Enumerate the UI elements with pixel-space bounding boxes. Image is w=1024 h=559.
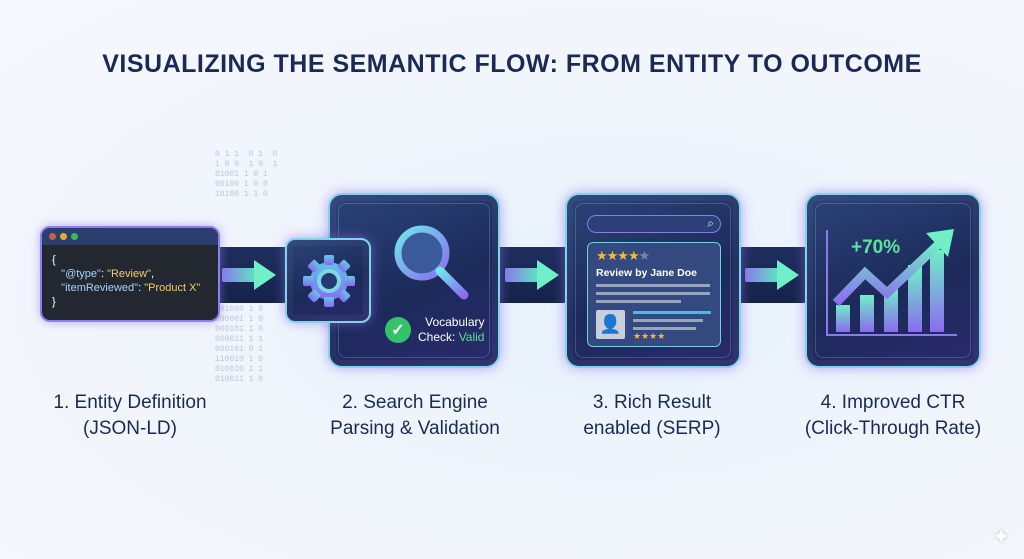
binary-background: 101000 1 0 000001 1 0 000101 1 0 000011 …	[215, 305, 264, 384]
avatar-icon: 👤	[596, 310, 625, 339]
page-title: VISUALIZING THE SEMANTIC FLOW: FROM ENTI…	[102, 50, 922, 78]
check-icon: ✓	[385, 317, 411, 343]
window-close-dot	[49, 233, 56, 240]
gear-panel	[285, 238, 371, 323]
small-star-rating: ★★★★	[633, 331, 666, 341]
gear-icon	[300, 252, 358, 310]
search-icon: ⌕	[707, 216, 714, 230]
binary-background: 0 1 1 0 1 0 1 0 0 1 0 1 01001 1 0 1 0010…	[215, 150, 278, 199]
ctr-panel: +70%	[805, 193, 981, 368]
magnifier-icon	[394, 225, 469, 300]
star-rating: ★★★★★	[596, 248, 650, 263]
arrow-3	[745, 260, 799, 290]
sparkle-icon: ✦	[992, 524, 1011, 549]
window-min-dot	[60, 233, 67, 240]
serp-search-bar: ⌕	[587, 215, 721, 233]
window-max-dot	[71, 233, 78, 240]
arrow-2	[505, 260, 559, 290]
step-label-1: 1. Entity Definition(JSON-LD)	[53, 392, 207, 439]
ctr-increase: +70%	[851, 237, 901, 258]
review-title: Review by Jane Doe	[596, 267, 697, 279]
rich-result-card: ★★★★★ Review by Jane Doe 👤 ★★★★	[587, 242, 721, 347]
step-label-4: 4. Improved CTR(Click-Through Rate)	[804, 392, 982, 439]
rich-result-panel: ⌕ ★★★★★ Review by Jane Doe 👤 ★★★★	[565, 193, 741, 368]
arrow-1	[222, 260, 276, 290]
json-ld-code-window: { "@type": "Review", "itemReviewed": "Pr…	[40, 226, 220, 322]
growth-chart-icon	[826, 229, 957, 336]
json-ld-code: { "@type": "Review", "itemReviewed": "Pr…	[52, 254, 201, 308]
